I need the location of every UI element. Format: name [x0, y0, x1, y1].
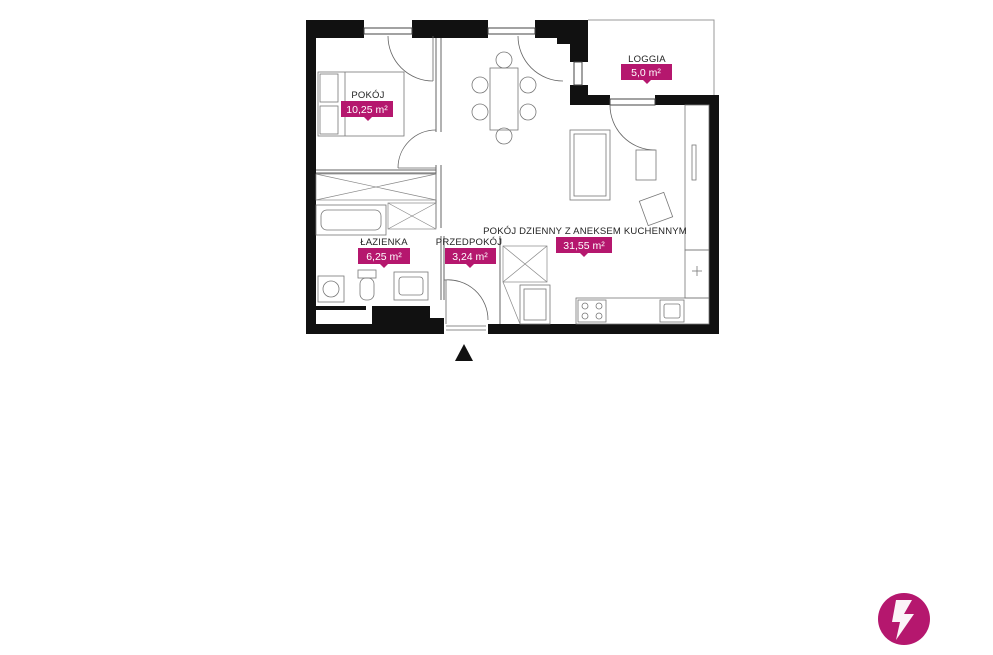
room-label-przedpokoj: PRZEDPOKÓJ 3,24 m²: [436, 237, 502, 268]
kitchen-sink: [659, 299, 685, 323]
coffee-table: [635, 149, 657, 181]
wardrobe: [315, 173, 437, 201]
room-area: 31,55 m²: [563, 240, 605, 252]
kitchen-counter: [575, 249, 710, 325]
area-badge: [556, 237, 612, 253]
sink: [393, 271, 429, 301]
room-area: 5,0 m²: [631, 67, 661, 79]
toilet: [357, 269, 377, 301]
windows: [363, 27, 656, 106]
room-label-dzienny: POKÓJ DZIENNY Z ANEKSEM KUCHENNYM 31,55 …: [483, 226, 687, 257]
brand-logo-icon: [878, 593, 930, 645]
dining-table: [471, 51, 537, 145]
room-area: 3,24 m²: [452, 251, 488, 263]
doors: [387, 35, 656, 331]
room-label-pokoj: POKÓJ 10,25 m²: [341, 90, 393, 121]
entrance-arrow-icon: [455, 344, 473, 361]
room-name: ŁAZIENKA: [360, 237, 408, 248]
walls: [306, 20, 719, 334]
room-name: POKÓJ DZIENNY Z ANEKSEM KUCHENNYM: [483, 226, 687, 237]
cooktop: [577, 299, 607, 323]
area-badge: [445, 248, 496, 264]
room-label-loggia: LOGGIA 5,0 m²: [621, 54, 672, 84]
area-badge: [358, 248, 410, 264]
room-area: 6,25 m²: [366, 251, 402, 263]
tv-unit: [684, 104, 710, 251]
washing-machine: [317, 275, 345, 303]
bath-cabinet: [387, 202, 437, 230]
room-area: 10,25 m²: [346, 104, 388, 116]
loggia-outline: [588, 19, 715, 95]
sofa: [569, 129, 611, 201]
room-name: LOGGIA: [628, 54, 666, 65]
hall-wardrobe: [502, 245, 548, 325]
room-name: POKÓJ: [351, 90, 384, 101]
room-name: PRZEDPOKÓJ: [436, 237, 502, 248]
armchair: [638, 191, 674, 227]
bathtub: [315, 204, 387, 236]
room-label-lazienka: ŁAZIENKA 6,25 m²: [358, 237, 410, 268]
fridge: [519, 284, 551, 325]
area-badge: [341, 101, 393, 117]
area-badge: [621, 64, 672, 80]
